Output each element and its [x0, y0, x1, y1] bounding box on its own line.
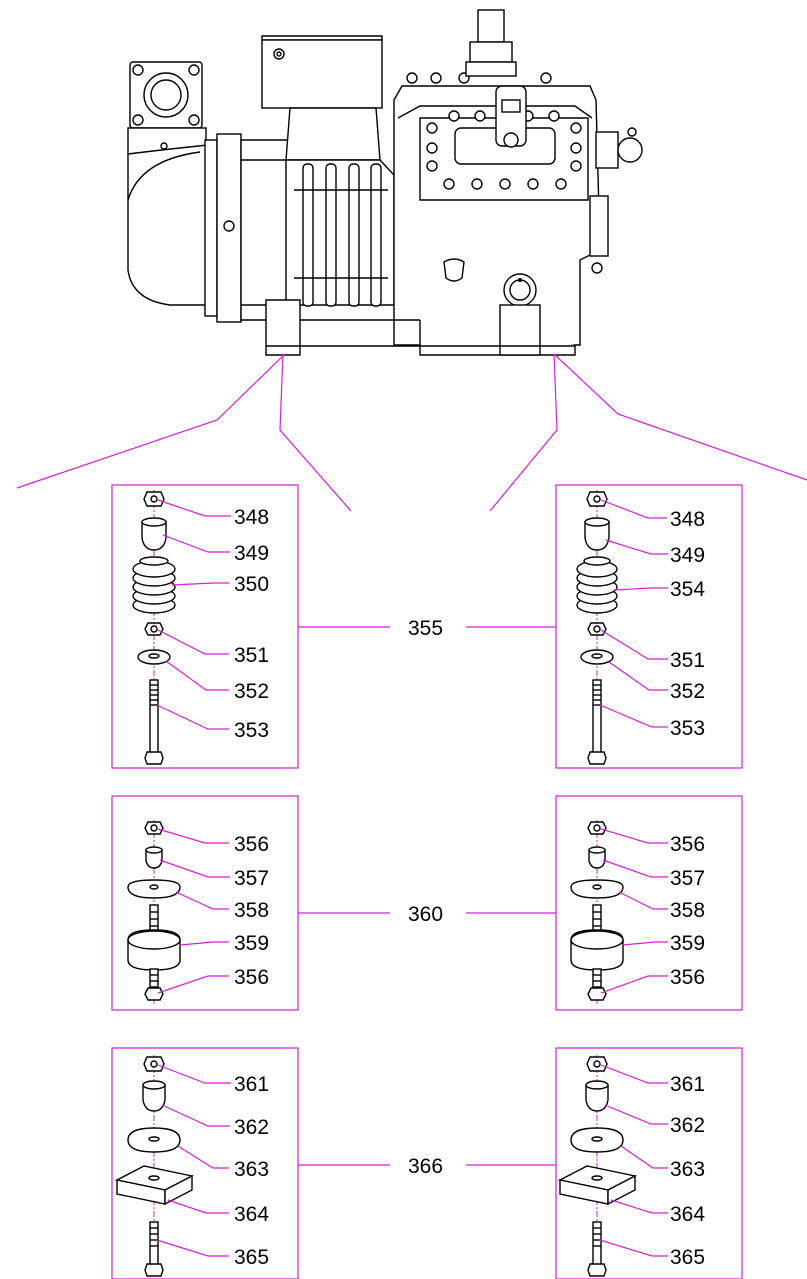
cooling-fins	[294, 163, 388, 307]
group-label: 355	[408, 617, 443, 640]
part-label: 356	[234, 833, 269, 856]
callout-leaders	[156, 499, 668, 1257]
part-label: 356	[670, 833, 705, 856]
solid-mount-left	[114, 1055, 195, 1277]
part-label: 363	[234, 1158, 269, 1181]
part-label: 358	[234, 899, 269, 922]
part-label: 365	[670, 1246, 705, 1269]
part-label: 356	[670, 966, 705, 989]
part-label: 350	[234, 573, 269, 596]
spring-mount-right	[576, 490, 618, 765]
part-label: 352	[670, 680, 705, 703]
part-label: 364	[670, 1203, 705, 1226]
group-label: 366	[408, 1155, 443, 1178]
part-label: 358	[670, 899, 705, 922]
rubber-mount-left	[127, 820, 181, 1004]
part-label: 359	[670, 932, 705, 955]
part-label: 349	[234, 542, 269, 565]
rubber-mount-right	[570, 820, 624, 1004]
part-label: 351	[670, 649, 705, 672]
group-label: 360	[408, 903, 443, 926]
part-label: 351	[234, 644, 269, 667]
part-label: 362	[670, 1114, 705, 1137]
part-label: 352	[234, 680, 269, 703]
compressor-drawing	[127, 9, 643, 356]
part-label: 353	[670, 717, 705, 740]
part-label: 363	[670, 1158, 705, 1181]
projection-lines	[16, 353, 807, 512]
part-label: 354	[670, 578, 705, 601]
part-label: 357	[670, 867, 705, 890]
part-labels: 348 349 350 351 352 353 348 349 354 351 …	[234, 506, 705, 1269]
part-label: 361	[234, 1073, 269, 1096]
part-label: 359	[234, 932, 269, 955]
part-label: 348	[234, 506, 269, 529]
part-label: 361	[670, 1073, 705, 1096]
solid-mount-right	[557, 1055, 638, 1277]
part-label: 356	[234, 966, 269, 989]
part-label: 362	[234, 1116, 269, 1139]
part-label: 364	[234, 1203, 269, 1226]
part-label: 348	[670, 508, 705, 531]
part-label: 357	[234, 867, 269, 890]
part-label: 349	[670, 544, 705, 567]
part-label: 353	[234, 719, 269, 742]
part-label: 365	[234, 1246, 269, 1269]
group-connectors	[298, 626, 556, 1166]
spring-mount-left	[132, 490, 176, 765]
head-bolts	[406, 72, 582, 190]
